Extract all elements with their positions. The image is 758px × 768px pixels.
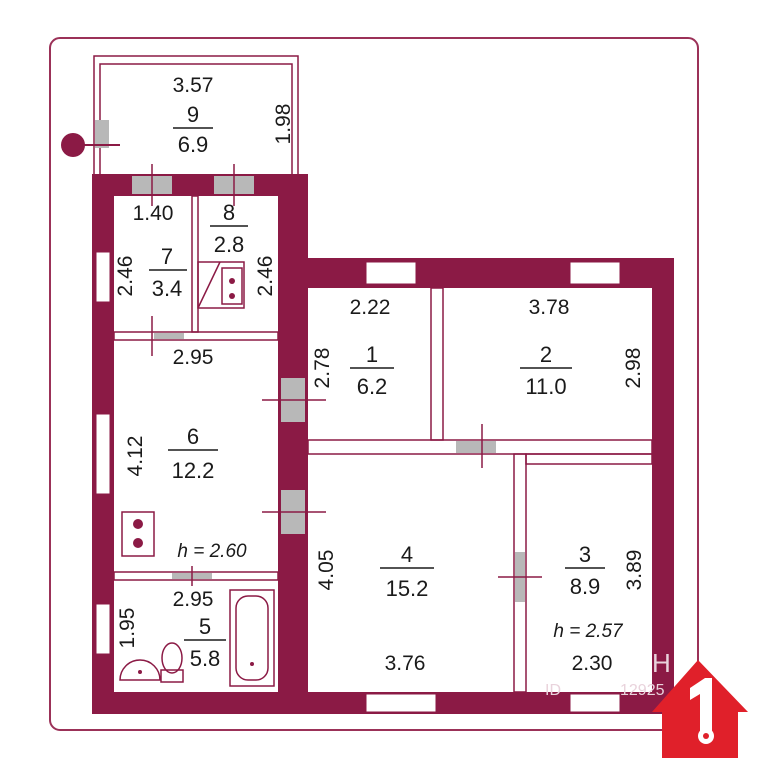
washbasin-icon: [119, 659, 161, 681]
toilet-icon: [160, 642, 184, 683]
room-7-width: 1.40: [133, 202, 174, 225]
room-9-number: 9: [187, 102, 199, 127]
sink-drain: [229, 278, 235, 284]
stove-icon: [121, 511, 155, 557]
watermark-id: ID: [545, 682, 561, 699]
bathtub-icon: [229, 589, 275, 687]
room-1-number: 1: [366, 342, 378, 367]
plan-frame: [49, 37, 699, 731]
watermark-id-digits: 12925: [620, 682, 665, 699]
windows: [95, 251, 621, 713]
room-4-number: 4: [401, 542, 413, 567]
watermark: ID 12925 H: [545, 648, 671, 699]
washbasin-drain: [138, 670, 142, 674]
watermark-letter: H: [652, 648, 671, 678]
door-ticks: [151, 164, 542, 586]
balcony-door: [95, 120, 109, 148]
height-right: h = 2.57: [553, 621, 624, 642]
room-9-width: 3.57: [173, 74, 214, 97]
room-7-number: 7: [161, 244, 173, 269]
room-5-height: 1.95: [116, 608, 139, 649]
room-7-area: 3.4: [152, 276, 183, 301]
partitions: [113, 195, 653, 693]
room-1-area: 6.2: [357, 374, 388, 399]
room-6-number: 6: [187, 424, 199, 449]
room-1-width: 2.22: [350, 296, 391, 319]
room-8-height: 2.46: [254, 256, 277, 297]
room-9-area: 6.9: [178, 132, 209, 157]
bathtub-drain: [250, 662, 254, 666]
room-2-width: 3.78: [529, 296, 570, 319]
room-3-area: 8.9: [570, 574, 601, 599]
room-6-width: 2.95: [173, 346, 214, 369]
room-2-area: 11.0: [525, 374, 566, 399]
room-4-area: 15.2: [386, 576, 429, 601]
room-3-height: 3.89: [623, 550, 646, 591]
room-8-number: 8: [223, 200, 235, 225]
room-2-number: 2: [540, 342, 552, 367]
room-1-height: 2.78: [311, 348, 334, 389]
sink-tap: [229, 293, 235, 299]
room-5-area: 5.8: [190, 646, 221, 671]
room-4-width: 3.76: [385, 652, 426, 675]
room-3-number: 3: [579, 542, 591, 567]
room-6-height: 4.12: [124, 436, 147, 477]
room-4-height: 4.05: [315, 550, 338, 591]
room-3-width: 2.30: [572, 652, 613, 675]
house-with-key-icon: [652, 660, 748, 758]
room-2-height: 2.98: [622, 348, 645, 389]
sink-icon: [197, 261, 245, 309]
room-6-area: 12.2: [172, 458, 215, 483]
room-9-height: 1.98: [272, 104, 295, 145]
room-5-number: 5: [199, 614, 211, 639]
room-5-width: 2.95: [173, 588, 214, 611]
room-7-height: 2.46: [114, 256, 137, 297]
height-left: h = 2.60: [177, 541, 247, 562]
room-8-area: 2.8: [214, 232, 245, 257]
